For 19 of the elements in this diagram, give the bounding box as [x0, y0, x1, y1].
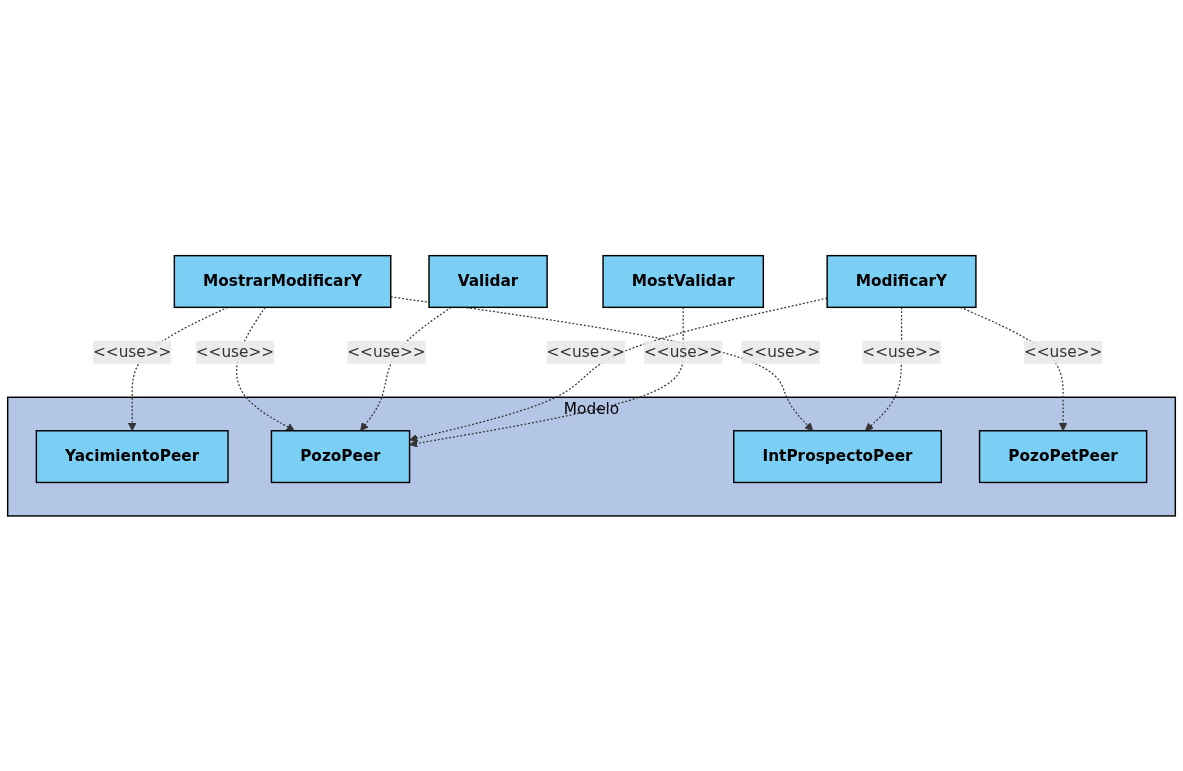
edge-label: <<use>>	[195, 342, 275, 361]
edge-label: <<use>>	[92, 342, 172, 361]
edge-label: <<use>>	[1023, 342, 1103, 361]
node-box: Validar	[428, 254, 548, 308]
edge-label: <<use>>	[347, 342, 426, 361]
node-box: IntProspectoPeer	[733, 429, 942, 483]
node-box: YacimientoPeer	[35, 429, 229, 483]
edge-label: <<use>>	[862, 342, 941, 361]
arrow	[236, 306, 295, 431]
node-box: MostValidar	[602, 254, 765, 308]
arrow	[865, 306, 903, 431]
node-box: ModificarY	[826, 254, 977, 308]
node-box: PozoPetPeer	[978, 429, 1148, 483]
edge-label: <<use>>	[741, 342, 820, 361]
edge-label: <<use>>	[546, 342, 625, 361]
arrow	[409, 306, 684, 448]
node-box: PozoPeer	[270, 429, 411, 483]
edge-label: <<use>>	[643, 342, 723, 361]
node-box: MostrarModificarY	[173, 254, 392, 308]
